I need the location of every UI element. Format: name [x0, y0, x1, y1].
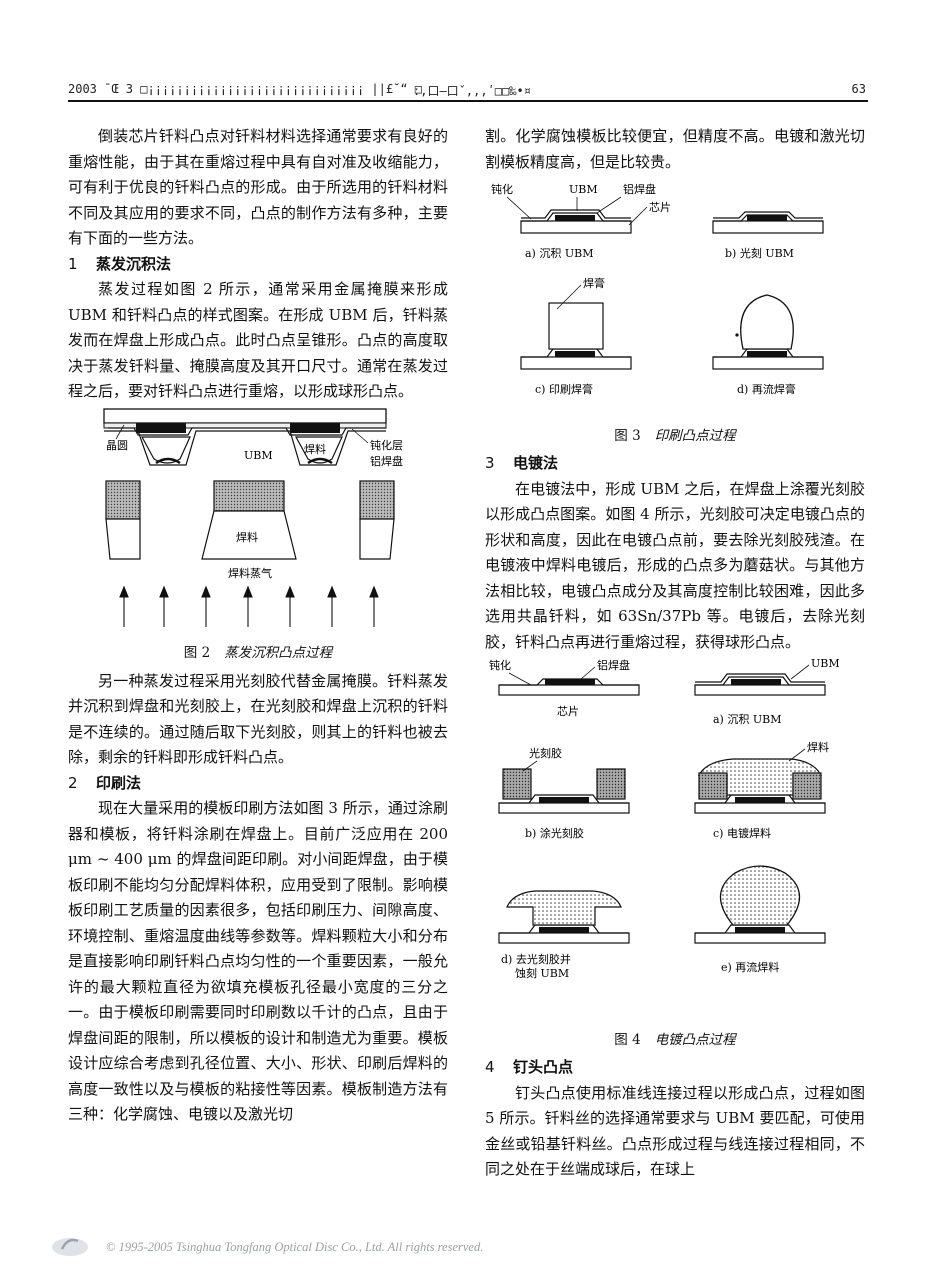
figure-2: 晶圆 UBM 焊料 钝化层 铝焊盘 焊料 焊料蒸气: [68, 407, 448, 667]
right-column: 割。化学腐蚀模板比较便宜，但精度不高。电镀和激光切割模板精度高，但是比较贵。 钝…: [485, 124, 865, 1183]
paragraph: 割。化学腐蚀模板比较便宜，但精度不高。电镀和激光切割模板精度高，但是比较贵。: [485, 127, 865, 171]
fig4-caption-d2: 蚀刻 UBM: [515, 966, 569, 980]
fig3-label-al-pad: 铝焊盘: [623, 182, 656, 196]
figure-4: 钝化 铝焊盘 芯片 UBM a) 沉积 UBM 光刻胶 b) 涂光刻胶: [485, 657, 865, 1053]
fig3-caption-c: c) 印刷焊膏: [535, 382, 593, 396]
fig3-label-chip: 芯片: [649, 200, 671, 214]
fig4-caption-b: b) 涂光刻胶: [525, 826, 584, 840]
paragraph: 现在大量采用的模板印刷方法如图 3 所示，通过涂刷器和模板，将钎料涂刷在焊盘上。…: [68, 799, 448, 1123]
paragraph: 另一种蒸发过程采用光刻胶代替金属掩膜。钎料蒸发并沉积到焊盘和光刻胶上，在光刻胶和…: [68, 671, 448, 767]
footer: © 1995-2005 Tsinghua Tongfang Optical Di…: [0, 1232, 935, 1262]
left-column: 倒装芯片钎料凸点对钎料材料选择通常要求有良好的重熔性能，由于其在重熔过程中具有自…: [68, 124, 448, 1128]
fig4-label-solder: 焊料: [807, 740, 829, 754]
fig3-caption-d: d) 再流焊膏: [737, 382, 796, 396]
electroplating-diagram: 钝化 铝焊盘 芯片 UBM a) 沉积 UBM 光刻胶 b) 涂光刻胶: [489, 657, 840, 980]
paragraph: 倒装芯片钎料凸点对钎料材料选择通常要求有良好的重熔性能，由于其在重熔过程中具有自…: [68, 127, 448, 247]
fig4-caption-d1: d) 去光刻胶并: [501, 952, 571, 966]
fig4-label-photoresist: 光刻胶: [529, 746, 562, 760]
fig3-caption-a: a) 沉积 UBM: [525, 247, 593, 260]
paragraph: 蒸发过程如图 2 所示，通常采用金属掩膜来形成 UBM 和钎料凸点的样式图案。在…: [68, 280, 448, 400]
fig2-label-passivation: 钝化层: [370, 438, 403, 452]
evaporation-diagram: 晶圆 UBM 焊料 钝化层 铝焊盘 焊料 焊料蒸气: [103, 407, 403, 627]
fig2-label-solder-source: 焊料: [236, 530, 258, 544]
header-rule: [68, 100, 868, 102]
fig2-label-vapor: 焊料蒸气: [228, 566, 272, 580]
figure-3: 钝化 UBM 铝焊盘 芯片 a) 沉积 UBM b) 光刻 UBM 焊膏 c) …: [485, 177, 865, 449]
publisher-logo-icon: [52, 1238, 88, 1256]
fig2-label-al-pad: 铝焊盘: [370, 454, 403, 468]
paragraph: 在电镀法中，形成 UBM 之后，在焊盘上涂覆光刻胶以形成凸点图案。如图 4 所示…: [485, 479, 865, 651]
fig4-label-ubm: UBM: [811, 657, 840, 670]
fig3-label-passivation: 钝化: [491, 182, 513, 196]
fig4-label-passivation: 钝化: [489, 658, 511, 672]
fig4-label-al-pad: 铝焊盘: [597, 658, 630, 672]
paragraph: 钉头凸点使用标准线连接过程以形成凸点，过程如图 5 所示。钎料丝的选择通常要求与…: [485, 1083, 865, 1179]
fig2-label-wafer: 晶圆: [106, 439, 128, 452]
fig2-label-ubm: UBM: [244, 449, 273, 462]
running-header: 2003 ˉŒ 3 □¡¡¡¡¡¡¡¡¡¡¡¡¡¡¡¡¡¡¡¡¡¡¡¡¡¡¡¡¡…: [68, 82, 868, 100]
fig4-caption-c: c) 电镀焊料: [713, 826, 771, 840]
fig2-label-solder: 焊料: [304, 442, 326, 456]
fig3-label-ubm: UBM: [569, 183, 598, 196]
header-journal-name: ː,口–口ˇ,,,ʹ□□‰•¤: [413, 84, 531, 98]
fig3-label-paste: 焊膏: [583, 276, 605, 290]
fig3-caption-b: b) 光刻 UBM: [725, 246, 794, 260]
copyright-notice: © 1995-2005 Tsinghua Tongfang Optical Di…: [106, 1240, 484, 1254]
printing-diagram: 钝化 UBM 铝焊盘 芯片 a) 沉积 UBM b) 光刻 UBM 焊膏 c) …: [491, 182, 824, 396]
fig4-caption-e: e) 再流焊料: [721, 960, 779, 974]
header-journal-info: 2003 ˉŒ 3 □¡¡¡¡¡¡¡¡¡¡¡¡¡¡¡¡¡¡¡¡¡¡¡¡¡¡¡¡¡…: [68, 82, 423, 96]
fig4-caption-a: a) 沉积 UBM: [713, 713, 781, 726]
page-number: 63: [851, 82, 866, 96]
fig4-label-chip: 芯片: [557, 704, 579, 718]
